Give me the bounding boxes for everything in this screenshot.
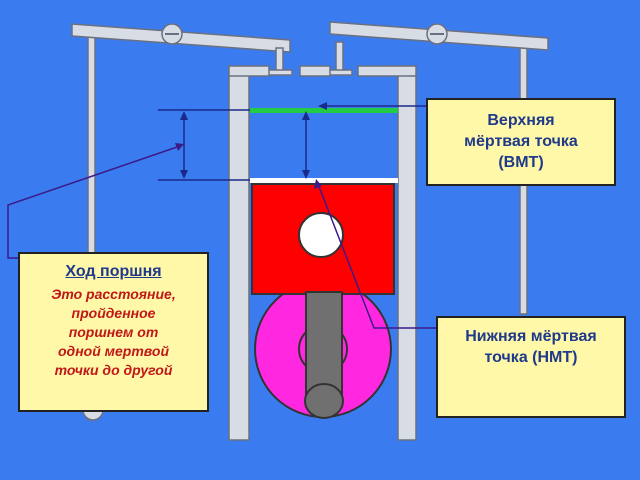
stroke-leader: [7, 143, 184, 259]
bdc-leader: [314, 179, 436, 329]
stroke-description: Это расстояние, пройденное поршнем от од…: [20, 285, 207, 380]
tdc-callout: Верхняя мёртвая точка (ВМТ): [426, 98, 616, 186]
stroke-desc-line-3: поршнем от: [68, 324, 159, 340]
bdc-callout: Нижняя мёртвая точка (НМТ): [436, 316, 626, 418]
connecting-rod: [304, 291, 344, 419]
bdc-label-line-1: Нижняя мёртвая: [465, 328, 597, 345]
piston-pin: [298, 212, 344, 258]
tdc-label-line-3: (ВМТ): [498, 154, 544, 171]
bdc-label-line-2: точка (НМТ): [484, 349, 578, 366]
right-rocker-pivot-icon: [426, 23, 448, 45]
piston-travel-arrow: [302, 111, 310, 179]
cylinder: [228, 65, 417, 441]
stroke-callout: Ход поршня Это расстояние, пройденное по…: [18, 252, 209, 412]
tdc-leader: [318, 102, 426, 110]
stroke-title: Ход поршня: [65, 263, 162, 280]
stroke-desc-line-2: пройденное: [71, 305, 156, 321]
tdc-label-line-1: Верхняя: [487, 112, 555, 129]
stroke-desc-line-5: точки до другой: [54, 362, 173, 378]
stroke-dimension-arrow: [180, 111, 188, 179]
bdc-line: [250, 178, 398, 183]
left-rocker-pivot-icon: [161, 23, 183, 45]
tdc-line: [250, 108, 398, 113]
stroke-desc-line-1: Это расстояние,: [51, 286, 176, 302]
stroke-desc-line-4: одной мертвой: [57, 343, 169, 359]
tdc-label-line-2: мёртвая точка: [464, 133, 578, 150]
